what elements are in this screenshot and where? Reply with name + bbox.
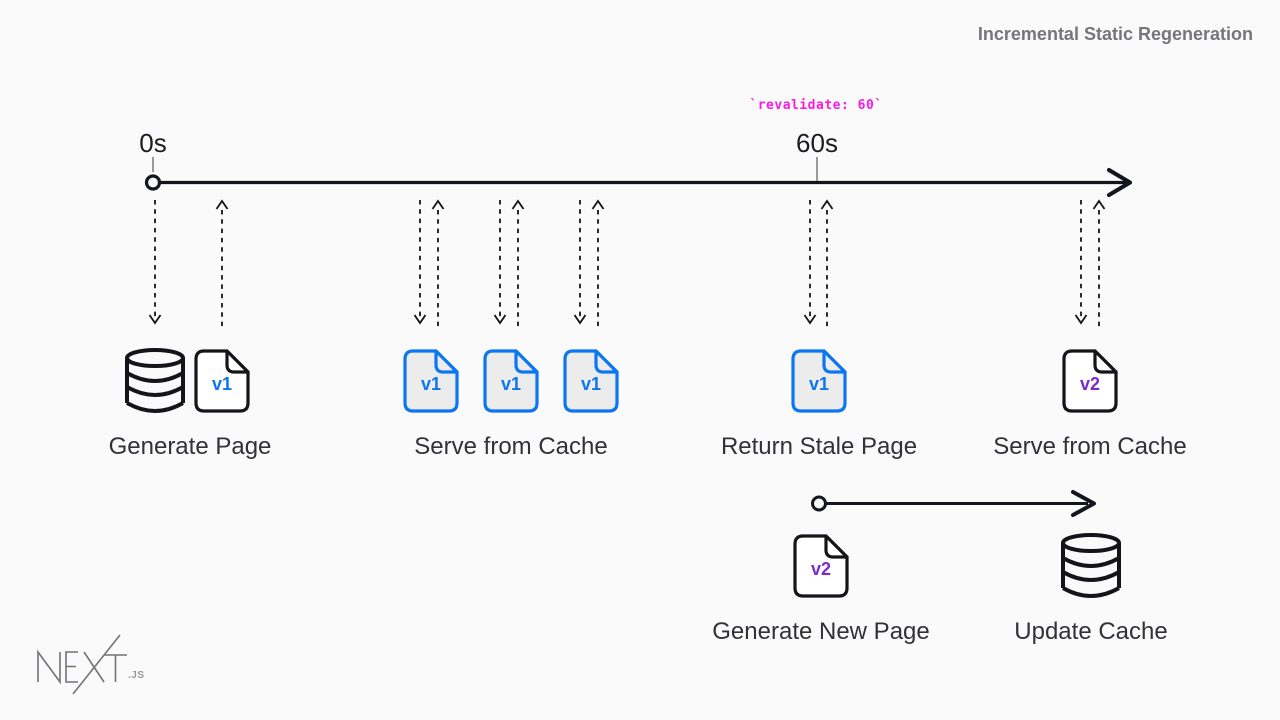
page-file-icon: v1 xyxy=(196,351,248,411)
page-file-icon: v1 xyxy=(485,351,537,411)
stage-label-serve-from-cache-2: Serve from Cache xyxy=(993,433,1187,460)
file-version-label: v1 xyxy=(212,374,232,394)
file-version-label: v1 xyxy=(501,374,521,394)
response-arrow-icon xyxy=(511,200,525,331)
request-arrow-icon xyxy=(803,199,817,324)
request-arrow-icon xyxy=(413,199,427,324)
page-file-icon: v2 xyxy=(795,536,847,596)
page-file-icon: v1 xyxy=(405,351,457,411)
response-arrow-icon xyxy=(431,200,445,331)
stage-label-generate-new-page: Generate New Page xyxy=(712,618,930,645)
nextjs-logo: .JS xyxy=(37,634,145,695)
database-icon xyxy=(125,348,185,413)
request-arrow-icon xyxy=(573,199,587,324)
request-arrow-icon xyxy=(1074,199,1088,324)
stage-label-update-cache: Update Cache xyxy=(1014,618,1168,645)
logo-js-suffix: .JS xyxy=(128,670,145,681)
page-title: Incremental Static Regeneration xyxy=(977,24,1253,44)
response-arrow-icon xyxy=(215,200,229,331)
page-file-icon: v1 xyxy=(565,351,617,411)
timeline-start-label: 0s xyxy=(139,128,167,158)
stage-label-serve-from-cache: Serve from Cache xyxy=(414,433,608,460)
response-arrow-icon xyxy=(591,200,605,331)
file-version-label: v1 xyxy=(809,374,829,394)
request-arrow-icon xyxy=(148,199,162,324)
timeline-revalidate-label: 60s xyxy=(796,128,838,158)
file-version-label: v2 xyxy=(1080,374,1100,394)
revalidate-code-annotation: `revalidate: 60` xyxy=(749,98,883,113)
timeline-arrowhead-icon xyxy=(1071,490,1096,517)
response-arrow-icon xyxy=(820,200,834,331)
regeneration-timeline xyxy=(811,490,1096,517)
file-version-label: v1 xyxy=(581,374,601,394)
database-icon xyxy=(1061,533,1121,598)
request-response-arrows xyxy=(148,199,1106,331)
stage-label-generate-page: Generate Page xyxy=(108,433,272,460)
page-file-icon: v2 xyxy=(1064,351,1116,411)
file-version-label: v2 xyxy=(811,559,831,579)
timeline-start-circle xyxy=(811,495,827,512)
timeline-arrowhead-icon xyxy=(1106,167,1133,198)
request-arrow-icon xyxy=(493,199,507,324)
file-version-label: v1 xyxy=(421,374,441,394)
timeline-start-circle xyxy=(144,174,162,191)
page-file-icon: v1 xyxy=(793,351,845,411)
response-arrow-icon xyxy=(1092,200,1106,331)
main-timeline xyxy=(144,157,1133,198)
stage-label-return-stale-page: Return Stale Page xyxy=(720,433,918,460)
